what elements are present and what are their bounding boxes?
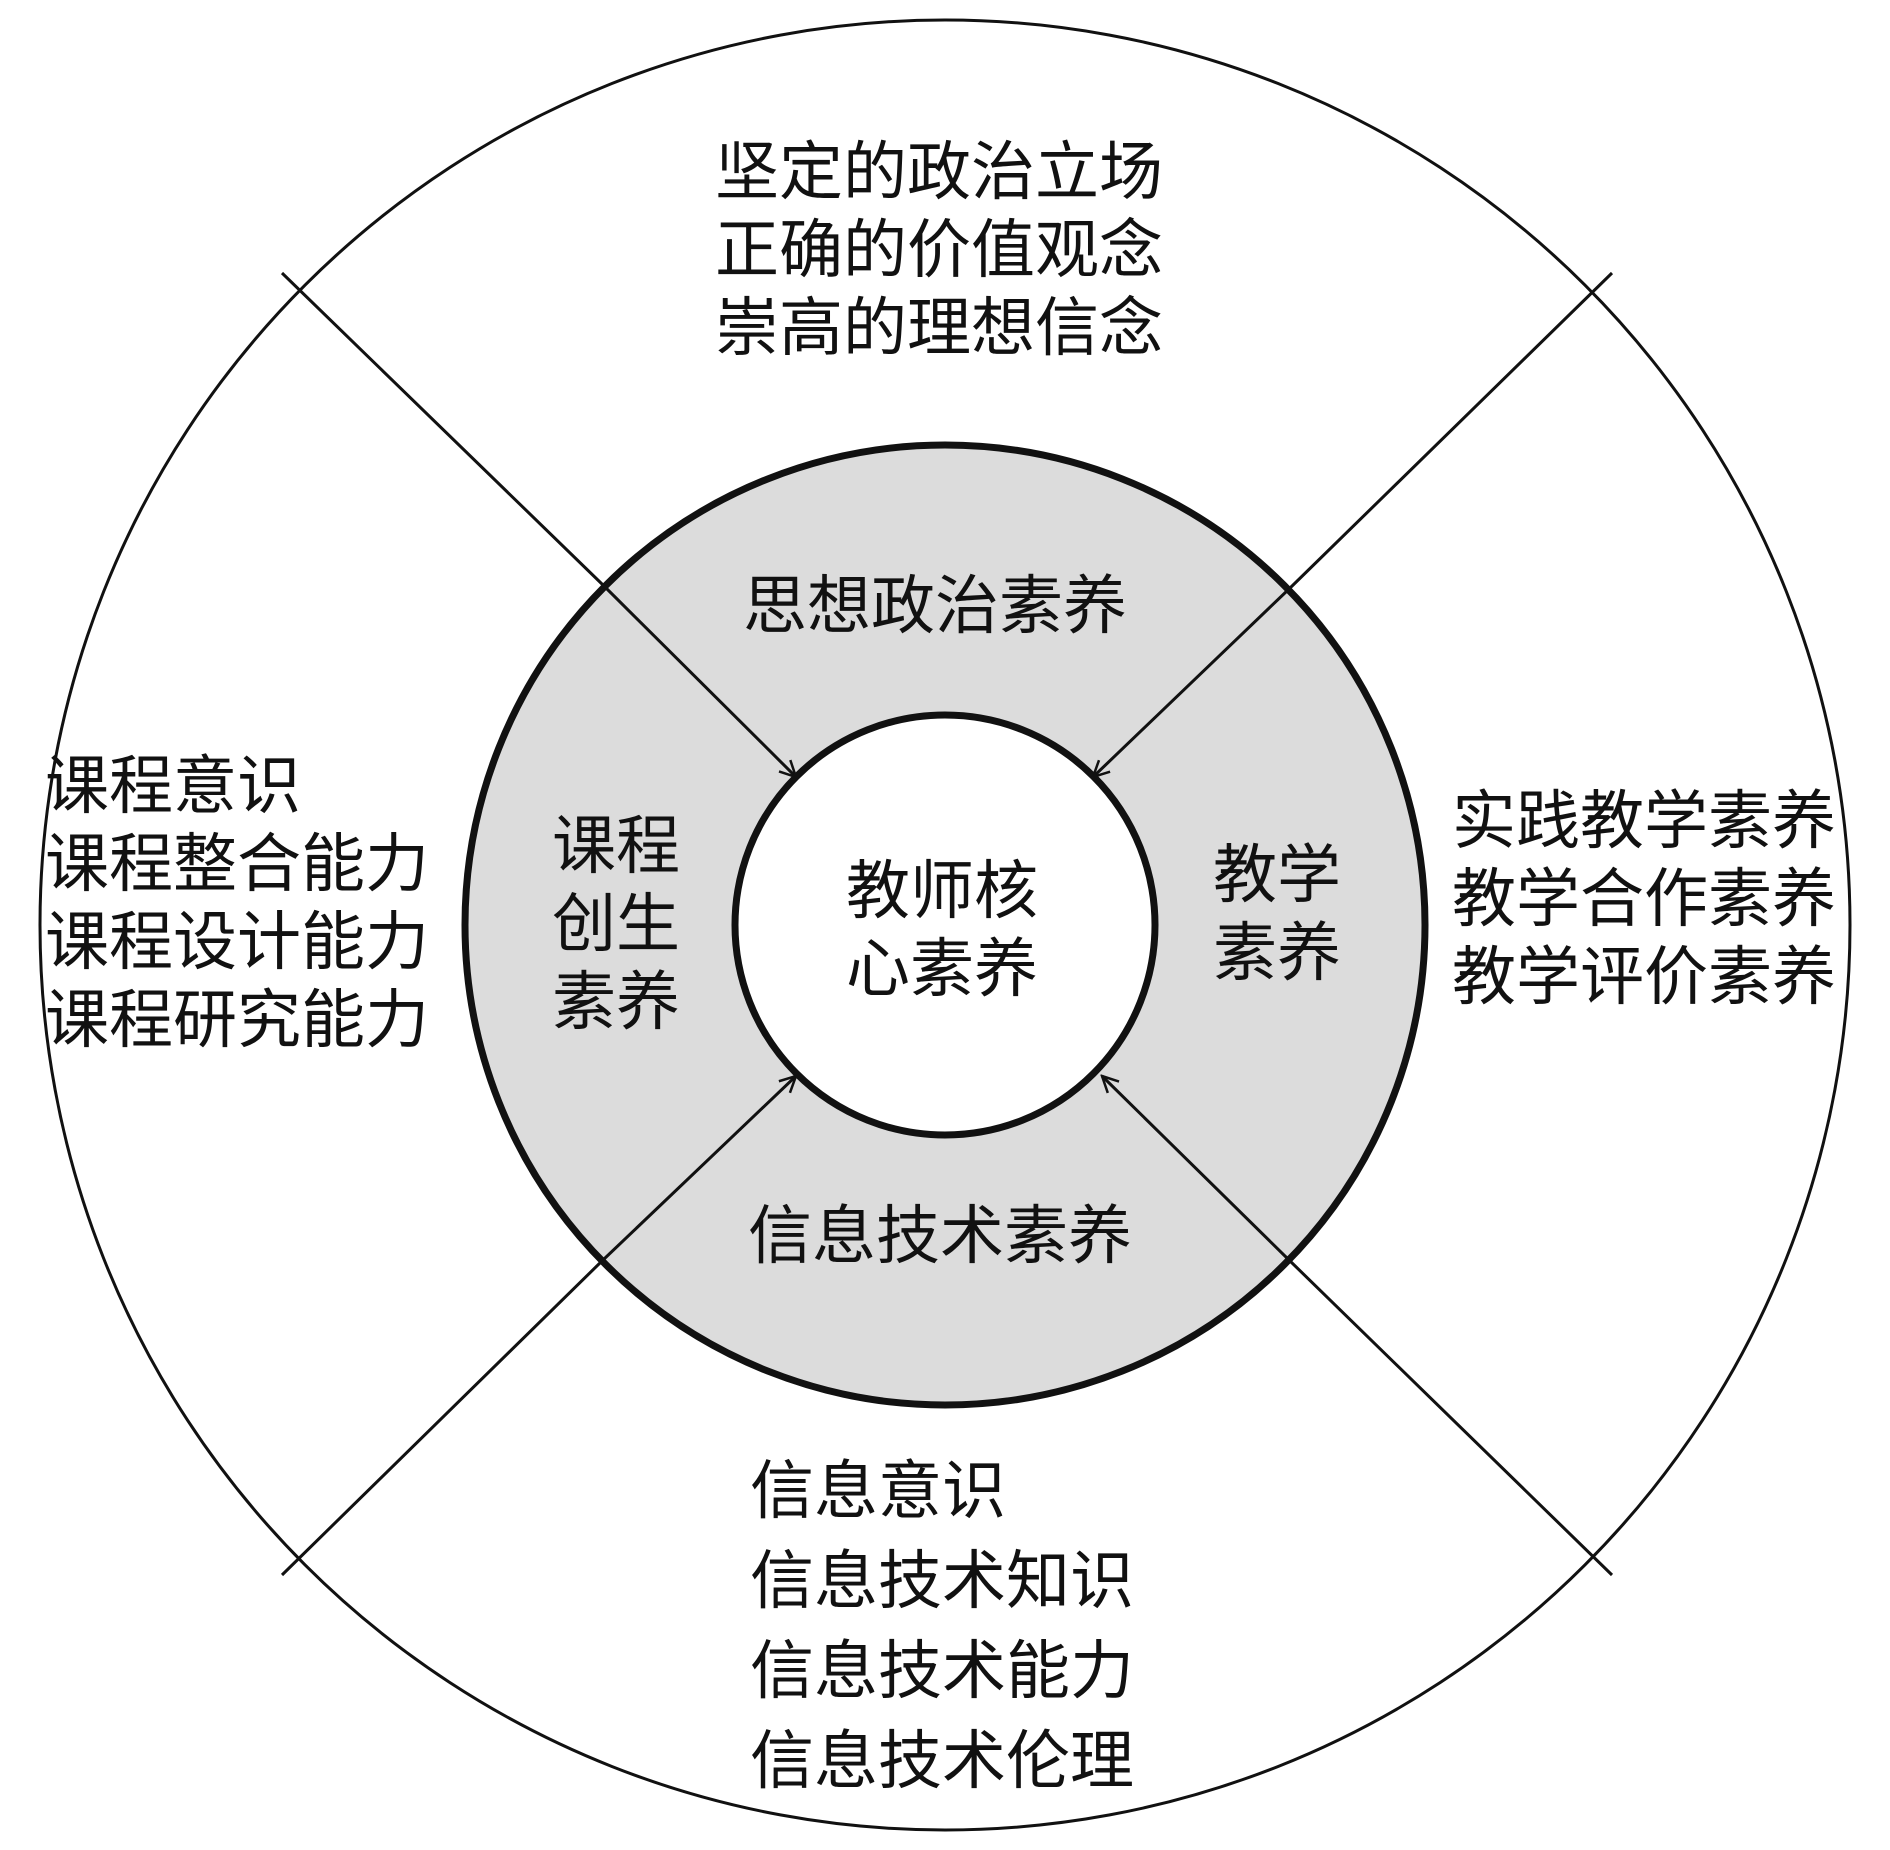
arrow-bottom-left bbox=[601, 1076, 796, 1262]
ring-bottom-label: 信息技术素养 bbox=[748, 1200, 1132, 1274]
ring-left-line: 素养 bbox=[552, 966, 680, 1040]
arrow-bottom-right bbox=[1102, 1076, 1291, 1262]
ring-right-text: 教学 素养 bbox=[1213, 837, 1341, 993]
outer-right-text: 实践教学素养 教学合作素养 教学评价素养 bbox=[1452, 783, 1836, 1017]
outer-left-line: 课程整合能力 bbox=[45, 828, 429, 902]
center-text: 教师核 心素养 bbox=[846, 853, 1038, 1009]
outer-bottom-line: 信息技术知识 bbox=[750, 1545, 1134, 1619]
divider-top-left bbox=[280, 271, 605, 587]
outer-top-line: 正确的价值观念 bbox=[715, 214, 1163, 288]
outer-top-line: 崇高的理想信念 bbox=[715, 292, 1163, 366]
arrow-top-right bbox=[1093, 587, 1291, 777]
divider-bottom-right bbox=[1287, 1258, 1614, 1577]
inner-circle bbox=[731, 711, 1159, 1139]
outer-top-text: 坚定的政治立场 正确的价值观念 崇高的理想信念 bbox=[715, 134, 1163, 368]
outer-left-line: 课程意识 bbox=[45, 750, 301, 824]
outer-bottom-text: 信息意识 信息技术知识 信息技术能力 信息技术伦理 bbox=[750, 1447, 1134, 1807]
center-line: 教师核 bbox=[846, 855, 1038, 929]
ring-right-line: 教学 bbox=[1213, 839, 1341, 913]
ring-top-text: 思想政治素养 bbox=[743, 568, 1127, 646]
outer-bottom-line: 信息技术伦理 bbox=[750, 1725, 1134, 1799]
ring-left-line: 课程 bbox=[552, 810, 680, 884]
outer-top-line: 坚定的政治立场 bbox=[715, 136, 1163, 210]
divider-bottom-left bbox=[280, 1258, 605, 1577]
outer-bottom-line: 信息技术能力 bbox=[750, 1635, 1134, 1709]
outer-left-line: 课程设计能力 bbox=[45, 906, 429, 980]
ring-left-line: 创生 bbox=[552, 888, 680, 962]
center-line: 心素养 bbox=[846, 933, 1038, 1007]
ring-right-line: 素养 bbox=[1213, 917, 1341, 991]
outer-right-line: 教学评价素养 bbox=[1452, 941, 1836, 1015]
outer-bottom-line: 信息意识 bbox=[750, 1455, 1006, 1529]
outer-left-line: 课程研究能力 bbox=[45, 984, 429, 1058]
ring-left-text: 课程 创生 素养 bbox=[552, 808, 680, 1042]
outer-left-text: 课程意识 课程整合能力 课程设计能力 课程研究能力 bbox=[45, 748, 429, 1060]
outer-right-line: 实践教学素养 bbox=[1452, 785, 1836, 859]
outer-right-line: 教学合作素养 bbox=[1452, 863, 1836, 937]
ring-top-label: 思想政治素养 bbox=[743, 570, 1127, 644]
ring-bottom-text: 信息技术素养 bbox=[748, 1198, 1132, 1276]
divider-top-right bbox=[1287, 271, 1614, 591]
arrow-top-left bbox=[601, 583, 796, 777]
